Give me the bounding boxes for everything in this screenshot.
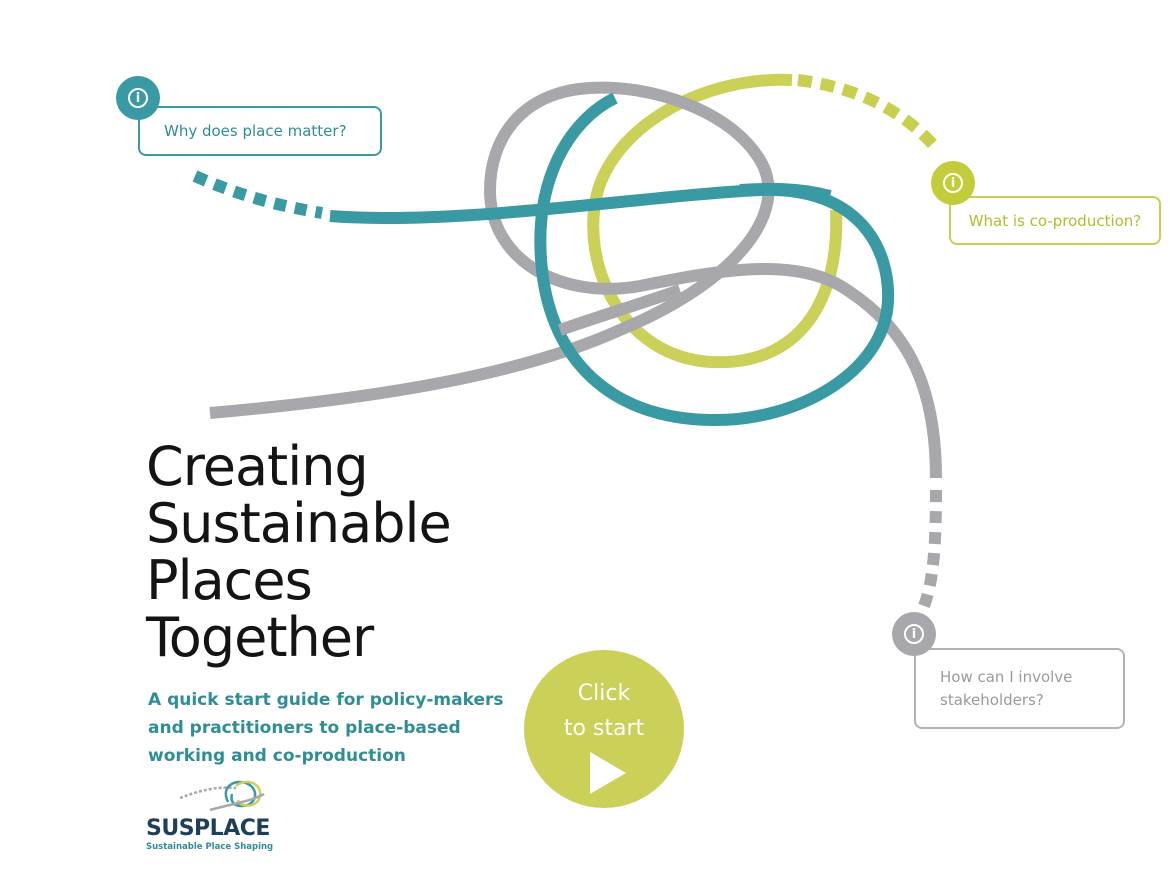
teal-dashed-tail <box>192 170 323 219</box>
what-is-coproduction-label: What is co-production? <box>968 211 1142 230</box>
what-is-coproduction-bubble[interactable]: What is co-production? <box>949 196 1161 245</box>
grey-dashed-tail <box>918 489 942 609</box>
logo-wordmark: SUSPLACE <box>146 816 270 841</box>
why-place-matters-bubble[interactable]: Why does place matter? <box>138 106 382 156</box>
page-subtitle: A quick start guide for policy-makers an… <box>148 690 504 766</box>
logo-tagline: Sustainable Place Shaping <box>146 842 274 852</box>
grey-rope <box>209 81 942 479</box>
susplace-logo: SUSPLACE Sustainable Place Shaping <box>140 772 280 856</box>
lime-loop <box>587 73 843 369</box>
involve-stakeholders-bubble[interactable]: How can I involve stakeholders? <box>914 648 1125 729</box>
why-place-matters-label: Why does place matter? <box>164 122 347 140</box>
involve-stakeholders-label: How can I involve stakeholders? <box>940 667 1073 709</box>
start-button-label: Click to start <box>563 681 645 741</box>
lime-dashed-tail <box>797 74 941 152</box>
page-title: Creating Sustainable Places Together <box>146 435 452 669</box>
info-icon[interactable]: i <box>931 161 975 205</box>
play-icon <box>590 752 626 794</box>
logo-knot-icon <box>179 780 265 812</box>
info-icon[interactable]: i <box>892 612 936 656</box>
info-icon[interactable]: i <box>116 76 160 120</box>
start-button[interactable]: Click to start <box>524 650 684 808</box>
teal-rope <box>329 92 895 427</box>
